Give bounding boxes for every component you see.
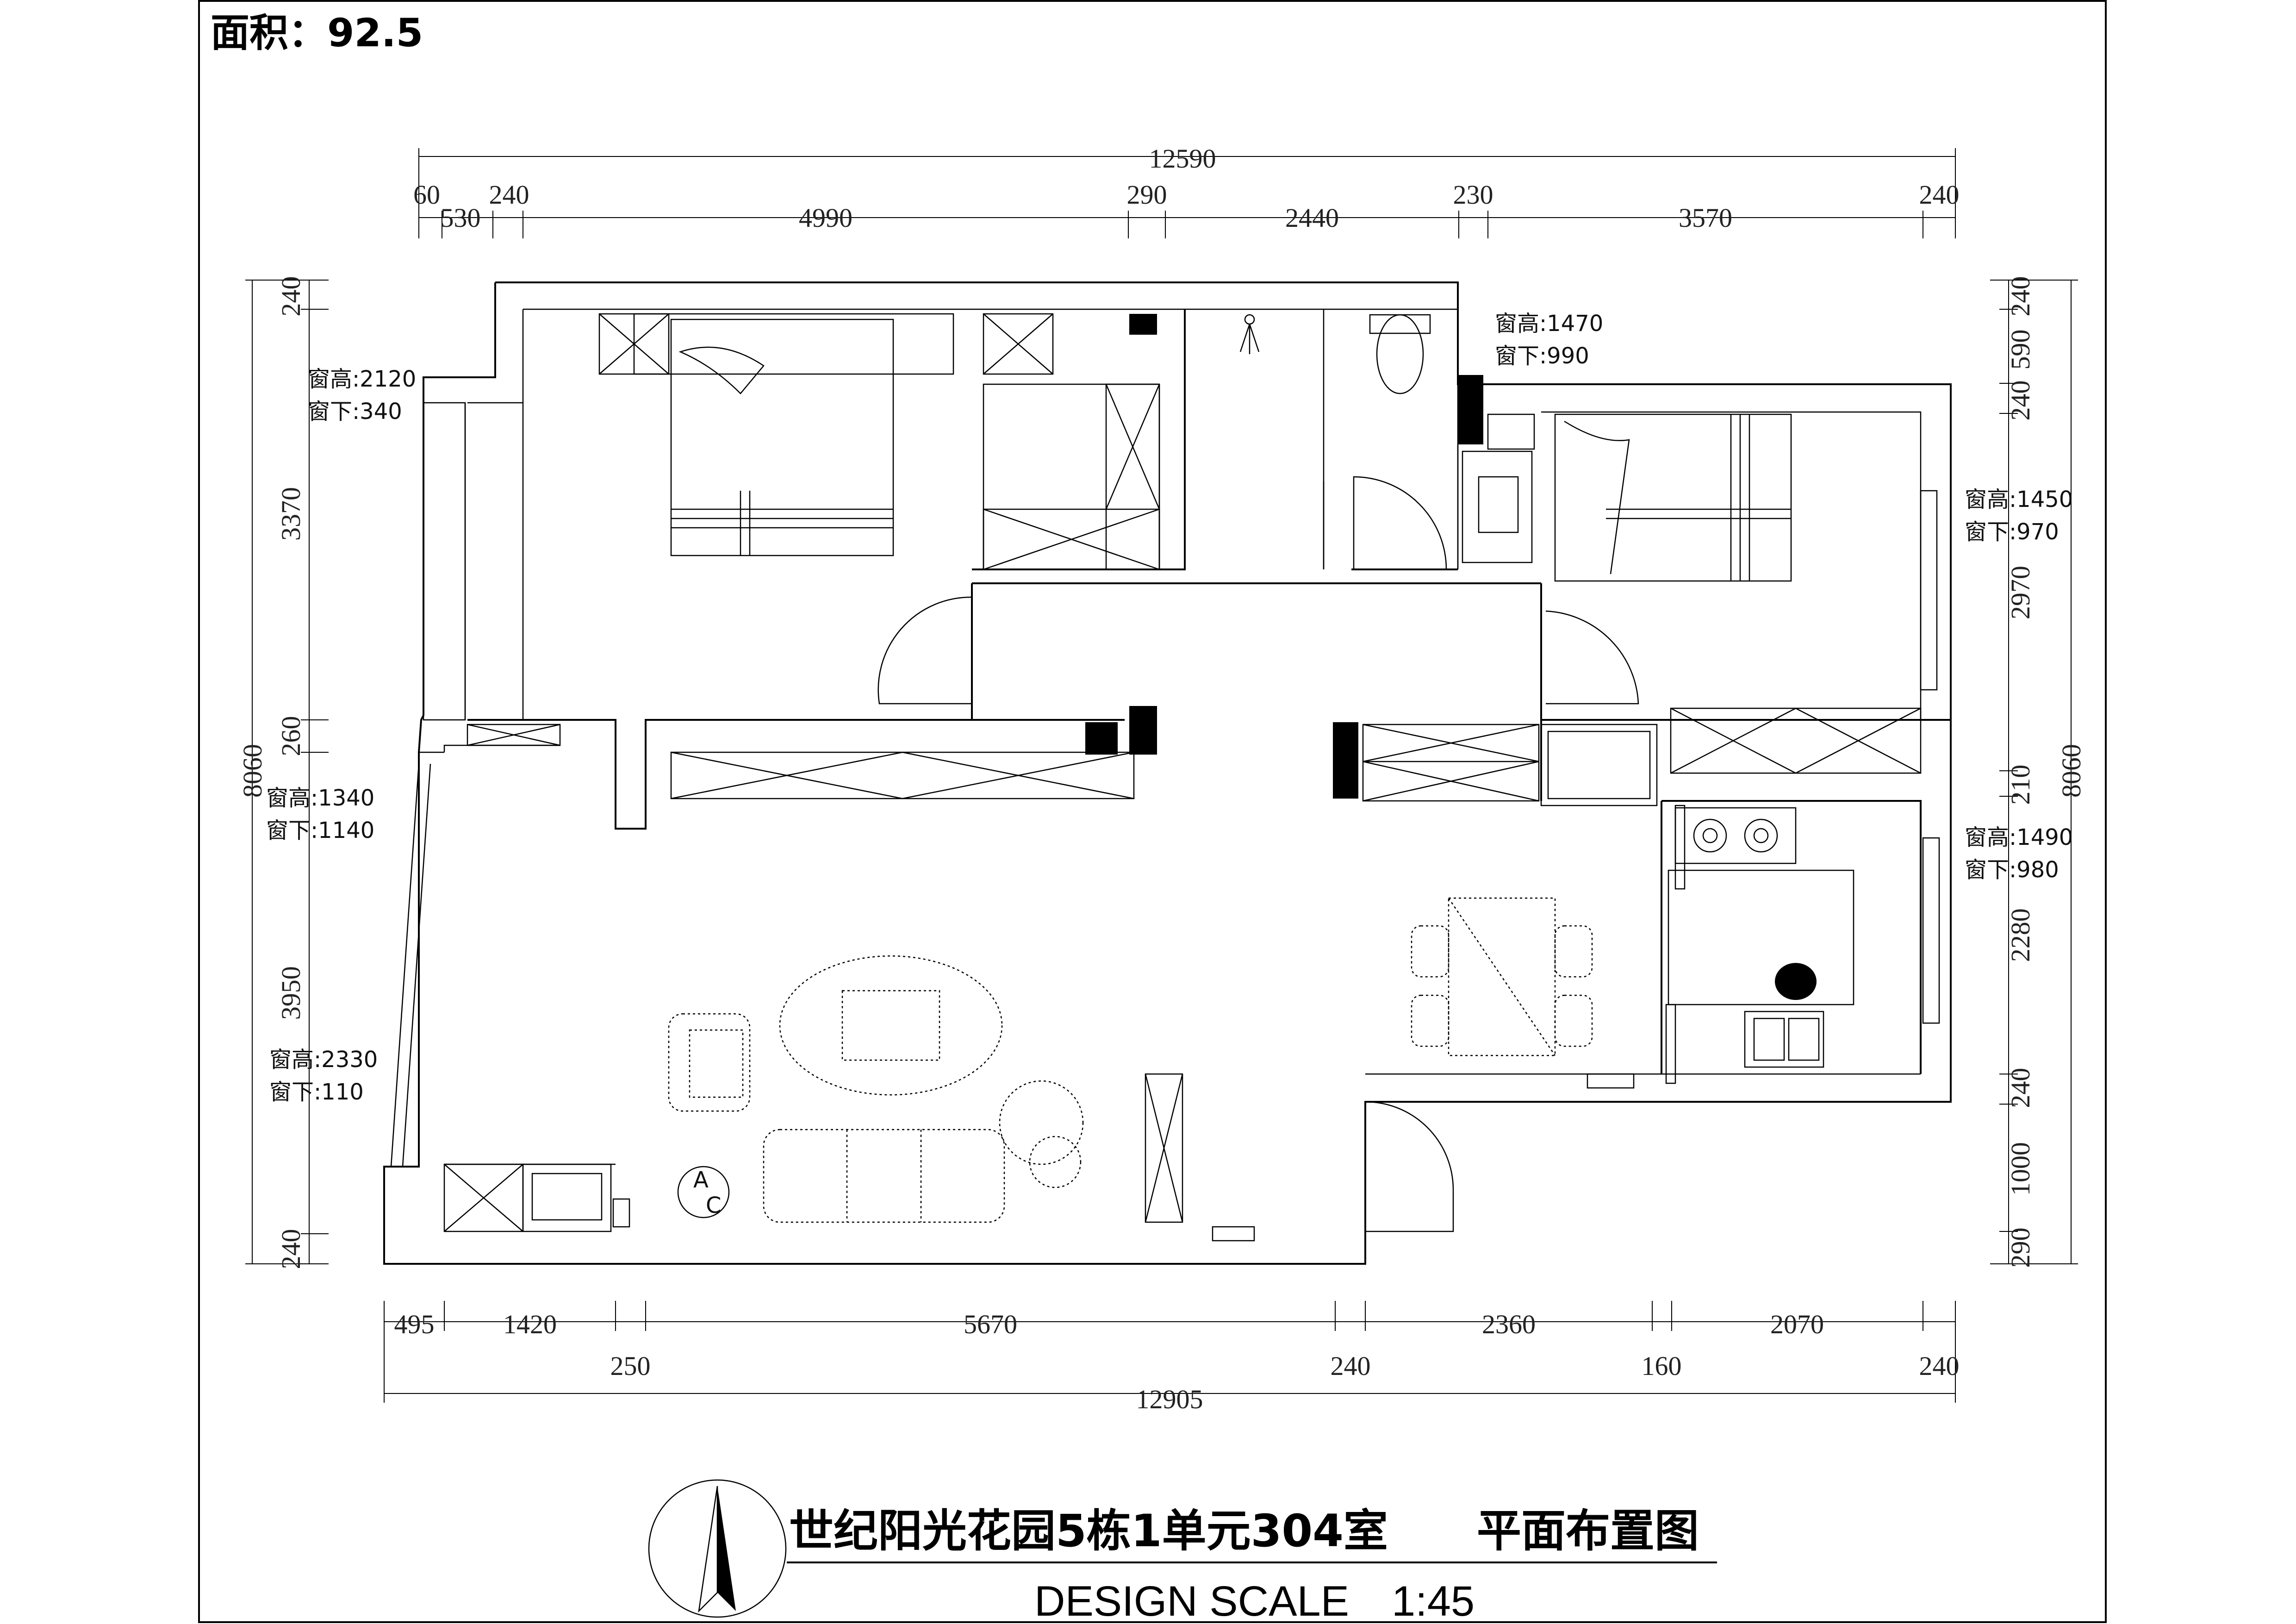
dim-top-60: 60 <box>413 180 440 210</box>
shower-icon <box>1244 314 1255 325</box>
dim-right-210: 210 <box>2005 765 2035 805</box>
dim-bottom-total: 12905 <box>1136 1384 1203 1414</box>
entry-cabinets <box>1362 724 1658 806</box>
dim-bottom-2360: 2360 <box>1482 1309 1536 1339</box>
dim-left-240a: 240 <box>276 276 306 317</box>
dim-left-3370: 3370 <box>276 487 306 541</box>
top-dimensions: 12590 60 240 290 230 240 530 4990 2440 3… <box>413 144 1960 238</box>
dim-bottom-160: 160 <box>1642 1351 1682 1381</box>
window-5-sill: 窗下:970 <box>1965 519 2059 545</box>
side-table <box>999 1080 1084 1165</box>
bed-1 <box>670 319 894 556</box>
dim-right-590: 590 <box>2005 330 2035 370</box>
dim-left-3950: 3950 <box>276 966 306 1020</box>
area-rug <box>779 955 1003 1096</box>
dim-right-290: 290 <box>2005 1228 2035 1268</box>
bottom-dimensions: 495 1420 5670 2360 2070 250 240 160 240 … <box>384 1301 1960 1414</box>
dim-top-290: 290 <box>1127 180 1167 210</box>
window-2-sill: 窗下:1140 <box>266 818 374 843</box>
left-dimensions: 8060 240 3370 260 3950 240 <box>237 276 329 1269</box>
window-1-sill: 窗下:340 <box>308 399 402 425</box>
bathroom-fixtures <box>1239 309 1535 570</box>
dim-top-3570: 3570 <box>1679 203 1732 233</box>
balcony-fixtures <box>443 1163 630 1232</box>
armchair <box>668 1013 751 1112</box>
window-2-height: 窗高:1340 <box>266 785 374 811</box>
dim-right-1000: 1000 <box>2005 1142 2035 1196</box>
window-3-height: 窗高:2330 <box>269 1047 378 1073</box>
dim-right-2280: 2280 <box>2005 908 2035 962</box>
title-block: 世纪阳光花园5栋1单元304室 平面布置图 DESIGN SCALE 1:45 <box>648 1479 1717 1624</box>
coffee-table <box>841 990 940 1061</box>
toilet-icon <box>1376 314 1424 394</box>
dining-set <box>1411 897 1593 1056</box>
window-1-height: 窗高:2120 <box>308 366 416 392</box>
dim-bottom-250: 250 <box>610 1351 651 1381</box>
right-dimensions: 8060 240 590 240 2970 210 2280 240 1000 … <box>1990 276 2086 1268</box>
dim-bottom-240a: 240 <box>1331 1351 1371 1381</box>
dim-bottom-2070: 2070 <box>1770 1309 1824 1339</box>
bedroom-1-furniture <box>598 313 1160 705</box>
dim-top-total: 12590 <box>1149 144 1216 174</box>
kitchen-sink-icon <box>1744 1011 1824 1068</box>
window-3-sill: 窗下:110 <box>269 1079 364 1105</box>
dim-bottom-495: 495 <box>394 1309 435 1339</box>
west-window-bedroom <box>423 402 524 721</box>
ac-label-c: C <box>706 1193 722 1218</box>
window-5-height: 窗高:1450 <box>1965 487 2073 512</box>
dim-bottom-5670: 5670 <box>964 1309 1017 1339</box>
sofa <box>763 1129 1005 1223</box>
dim-top-240b: 240 <box>1919 180 1960 210</box>
dim-right-total: 8060 <box>2056 744 2086 798</box>
dim-top-230: 230 <box>1453 180 1493 210</box>
area-label: 面积：92.5 <box>211 10 423 56</box>
bathroom-sink-icon <box>1462 450 1533 563</box>
kitchen-fixtures <box>1587 805 1940 1089</box>
hall-cabinet <box>467 724 1135 800</box>
dining-table <box>1448 897 1556 1056</box>
living-room-furniture: A C <box>668 955 1454 1242</box>
columns <box>1085 314 1483 799</box>
dim-right-2970: 2970 <box>2005 566 2035 619</box>
window-4-height: 窗高:1470 <box>1495 311 1603 337</box>
dim-right-240a: 240 <box>2005 276 2035 317</box>
drawing-title: 世纪阳光花园5栋1单元304室 平面布置图 <box>789 1505 1699 1557</box>
dim-right-240b: 240 <box>2005 381 2035 421</box>
window-4-sill: 窗下:990 <box>1495 343 1589 369</box>
dim-top-240a: 240 <box>489 180 529 210</box>
dim-top-530: 530 <box>441 203 481 233</box>
window-6-sill: 窗下:980 <box>1965 857 2059 883</box>
dim-bottom-240b: 240 <box>1919 1351 1960 1381</box>
dim-left-260: 260 <box>276 716 306 756</box>
ac-label-a: A <box>693 1167 709 1193</box>
drawing-frame <box>198 0 2107 1623</box>
person-icon <box>1775 963 1817 1000</box>
dim-left-240b: 240 <box>276 1229 306 1269</box>
drawing-scale: DESIGN SCALE 1:45 <box>1034 1578 1475 1624</box>
bed-2 <box>1554 413 1792 582</box>
window-notes: 窗高:2120 窗下:340 窗高:1340 窗下:1140 窗高:2330 窗… <box>266 311 2073 1105</box>
tv-cabinet <box>1145 1073 1183 1223</box>
laundry-sink-icon <box>522 1163 612 1232</box>
dim-left-total: 8060 <box>237 744 268 798</box>
north-arrow-icon <box>648 1479 787 1618</box>
dim-right-240c: 240 <box>2005 1068 2035 1108</box>
window-6-height: 窗高:1490 <box>1965 824 2073 850</box>
ac-unit-icon <box>677 1166 730 1218</box>
dim-top-2440: 2440 <box>1285 203 1339 233</box>
dim-bottom-1420: 1420 <box>503 1309 557 1339</box>
dim-top-4990: 4990 <box>799 203 852 233</box>
bedroom-2-furniture <box>1545 413 1938 774</box>
